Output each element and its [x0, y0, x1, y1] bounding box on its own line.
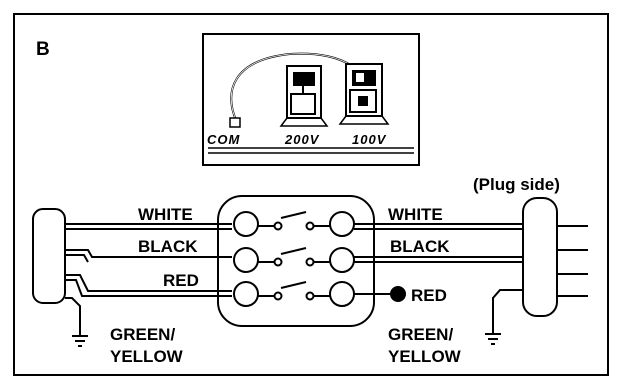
- terminal-white-out: [329, 211, 355, 237]
- com-lead-tip: [229, 117, 241, 128]
- wire-left-red: [65, 274, 232, 292]
- panel-border: [13, 13, 609, 376]
- right-wires: [354, 223, 523, 345]
- right-label-white: WHITE: [388, 205, 443, 224]
- terminal-red-out: [329, 281, 355, 307]
- ground-right-label-line1: GREEN/: [388, 325, 453, 344]
- switch-terminals: [233, 211, 355, 307]
- terminal-red-in: [233, 281, 259, 307]
- left-connector: [32, 208, 66, 304]
- label-200v: 200V: [284, 132, 320, 147]
- ground-left-label-line1: GREEN/: [110, 325, 175, 344]
- ground-left-wire: [65, 297, 81, 336]
- left-label-red: RED: [163, 271, 199, 290]
- left-label-white: WHITE: [138, 205, 193, 224]
- terminal-black-in: [233, 247, 259, 273]
- wire-left-black: [65, 249, 232, 258]
- label-com: COM: [207, 132, 241, 147]
- terminal-200v-icon: [279, 65, 329, 127]
- panel-letter: B: [36, 39, 50, 60]
- plug-body: [522, 197, 558, 317]
- left-label-black: BLACK: [138, 237, 198, 256]
- plug-prongs: [557, 225, 588, 297]
- label-100v: 100V: [352, 132, 387, 147]
- ground-left-label-line2: YELLOW: [110, 347, 184, 366]
- terminal-100v-icon: [338, 63, 390, 125]
- terminal-white-in: [233, 211, 259, 237]
- ground-right-label-line2: YELLOW: [388, 347, 462, 366]
- switch-contacts: [258, 211, 330, 301]
- right-label-black: BLACK: [390, 237, 450, 256]
- left-wires: [65, 223, 232, 347]
- ground-right-wire: [492, 289, 523, 334]
- plug-side-label: (Plug side): [473, 175, 560, 194]
- right-label-red: RED: [411, 286, 447, 305]
- red-wire-end-dot: [390, 286, 406, 302]
- connector-photo: COM 200V 100V: [202, 33, 420, 166]
- terminal-black-out: [329, 247, 355, 273]
